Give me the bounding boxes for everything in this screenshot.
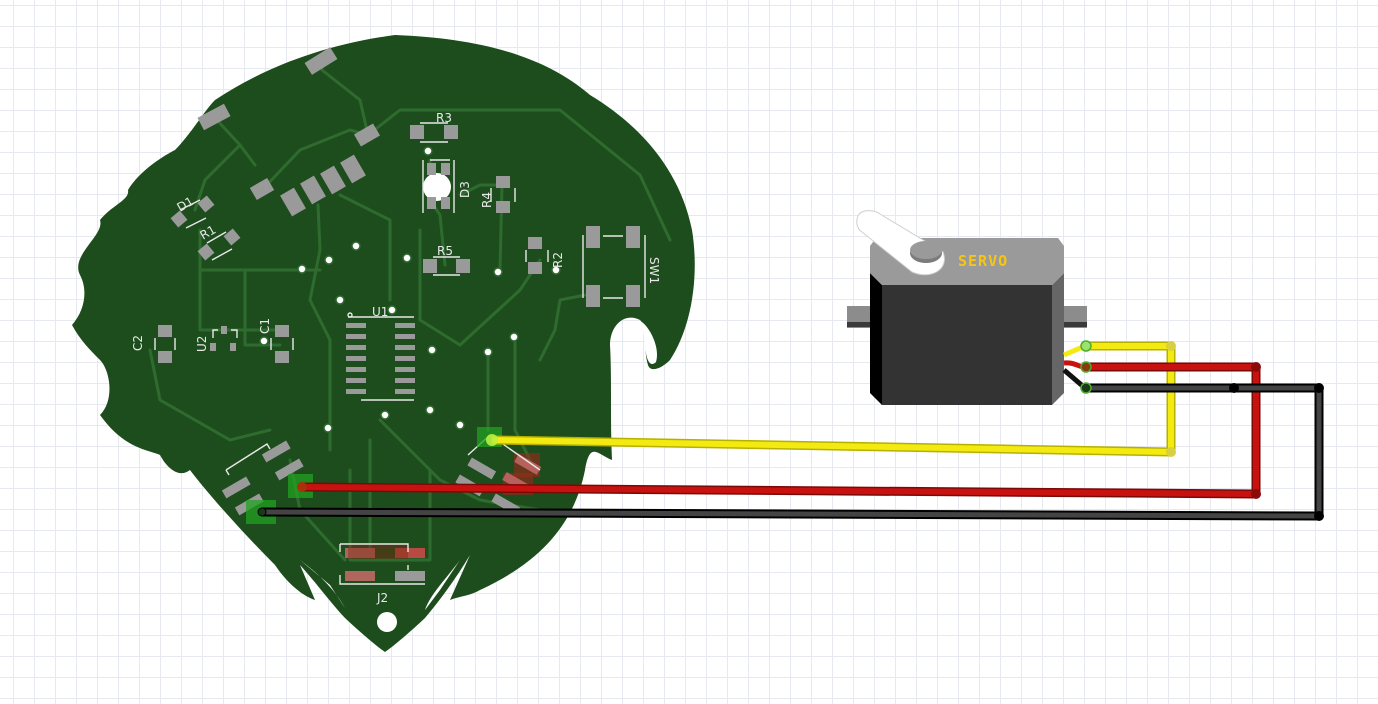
servo-horn [856, 210, 945, 276]
label-J2: J2 [376, 591, 388, 605]
power-bend-point[interactable] [1251, 362, 1261, 372]
pcb-outline [72, 35, 695, 652]
label-C2: C2 [131, 335, 145, 351]
pcb-power-endpoint[interactable] [297, 482, 307, 492]
notch-right [425, 560, 460, 610]
pcb-traces [148, 56, 672, 562]
servo-tab-left-shadow [847, 322, 877, 327]
signal-wire[interactable] [491, 341, 1176, 457]
ground-wire[interactable] [261, 383, 1324, 521]
servo-label: SERVO [958, 252, 1008, 270]
label-R3: R3 [436, 111, 452, 125]
pcb-board[interactable]: R3 R4 R5 R2 D3 SW1 D1 R1 C1 C2 U2 U1 J2 [72, 35, 695, 652]
servo-power-pin[interactable] [1080, 361, 1092, 373]
label-C1: C1 [258, 318, 272, 334]
signal-bend-point[interactable] [1166, 341, 1176, 351]
ground-bend-point[interactable] [1314, 511, 1324, 521]
servo-body [882, 285, 1052, 405]
label-D3: D3 [458, 181, 472, 198]
servo-body-side-right [1052, 273, 1064, 405]
pcb-ground-endpoint[interactable] [257, 507, 267, 517]
label-R4: R4 [480, 192, 494, 208]
servo-motor[interactable]: SERVO [847, 210, 1087, 405]
pcb-silkscreen [154, 122, 646, 585]
pcb-signal-endpoint[interactable] [486, 434, 498, 446]
label-R2: R2 [551, 252, 565, 268]
led-lens [423, 173, 451, 201]
label-U2: U2 [195, 336, 209, 352]
mounting-hole [377, 612, 397, 632]
u1-pads [346, 323, 415, 394]
wires[interactable] [257, 340, 1324, 521]
signal-bend-point[interactable] [1166, 447, 1176, 457]
power-bend-point[interactable] [1251, 489, 1261, 499]
servo-body-side-left [870, 273, 882, 405]
servo-tab-right-shadow [1055, 322, 1087, 327]
label-R5: R5 [437, 244, 453, 258]
ground-bend-point[interactable] [1314, 383, 1324, 393]
servo-signal-pin[interactable] [1080, 340, 1092, 352]
pcb-vias [259, 146, 561, 632]
servo-ground-pin[interactable] [1080, 382, 1092, 394]
beak-notch [642, 322, 658, 365]
label-U1: U1 [372, 305, 388, 319]
ground-bend-point[interactable] [1229, 383, 1239, 393]
power-wire[interactable] [301, 362, 1261, 499]
label-R1: R1 [198, 222, 219, 242]
label-SW1: SW1 [647, 257, 661, 284]
